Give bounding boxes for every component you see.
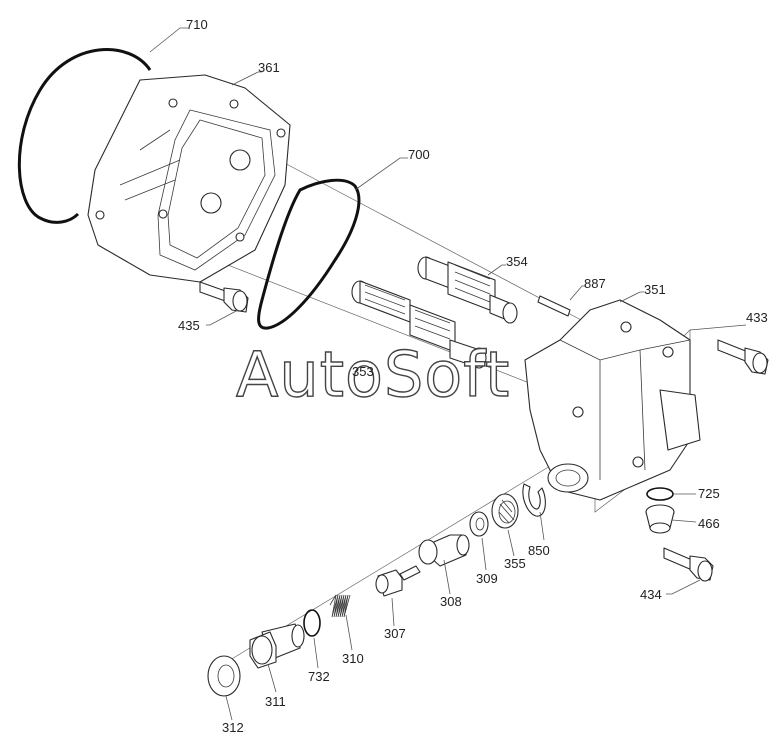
label-310: 310 bbox=[342, 651, 364, 666]
label-887: 887 bbox=[584, 276, 606, 291]
label-700: 700 bbox=[408, 147, 430, 162]
part-number-labels: 710 361 700 354 887 351 433 435 353 725 … bbox=[178, 17, 768, 735]
label-466: 466 bbox=[698, 516, 720, 531]
part-309-washer bbox=[469, 511, 489, 537]
part-435-bolt bbox=[199, 281, 249, 313]
part-361-pump-cover bbox=[87, 74, 291, 283]
label-312: 312 bbox=[222, 720, 244, 735]
part-710-large-seal-ring bbox=[17, 48, 152, 224]
part-307-valve bbox=[375, 565, 421, 597]
part-353-drive-gear-shaft bbox=[351, 280, 487, 369]
label-725: 725 bbox=[698, 486, 720, 501]
label-311: 311 bbox=[265, 694, 286, 709]
label-433: 433 bbox=[746, 310, 768, 325]
label-353: 353 bbox=[352, 364, 374, 379]
label-308: 308 bbox=[440, 594, 462, 609]
part-308-valve-piston bbox=[418, 534, 470, 567]
part-434-bolt bbox=[663, 547, 714, 582]
part-433-bolt bbox=[717, 339, 769, 375]
part-732-o-ring bbox=[303, 609, 321, 637]
part-312-sealing-washer bbox=[207, 655, 241, 697]
watermark-text: AutoSoft bbox=[236, 338, 510, 411]
part-310-spring bbox=[329, 594, 351, 618]
part-355-filter bbox=[491, 493, 519, 529]
label-710: 710 bbox=[186, 17, 208, 32]
part-725-o-ring bbox=[646, 487, 674, 501]
label-850: 850 bbox=[528, 543, 550, 558]
part-311-plug-screw bbox=[249, 623, 305, 669]
label-435: 435 bbox=[178, 318, 200, 333]
label-361: 361 bbox=[258, 60, 280, 75]
leader-lines bbox=[149, 27, 747, 721]
part-887-pin bbox=[537, 295, 571, 317]
label-434: 434 bbox=[640, 587, 662, 602]
label-355: 355 bbox=[504, 556, 526, 571]
part-351-pump-body bbox=[524, 299, 701, 501]
part-700-seal-ring bbox=[257, 178, 361, 330]
label-351: 351 bbox=[644, 282, 666, 297]
part-354-gear-shaft bbox=[417, 256, 518, 324]
label-354: 354 bbox=[506, 254, 528, 269]
label-732: 732 bbox=[308, 669, 330, 684]
part-850-snap-ring bbox=[522, 483, 546, 517]
part-466-plug bbox=[645, 504, 675, 534]
label-307: 307 bbox=[384, 626, 406, 641]
label-309: 309 bbox=[476, 571, 498, 586]
